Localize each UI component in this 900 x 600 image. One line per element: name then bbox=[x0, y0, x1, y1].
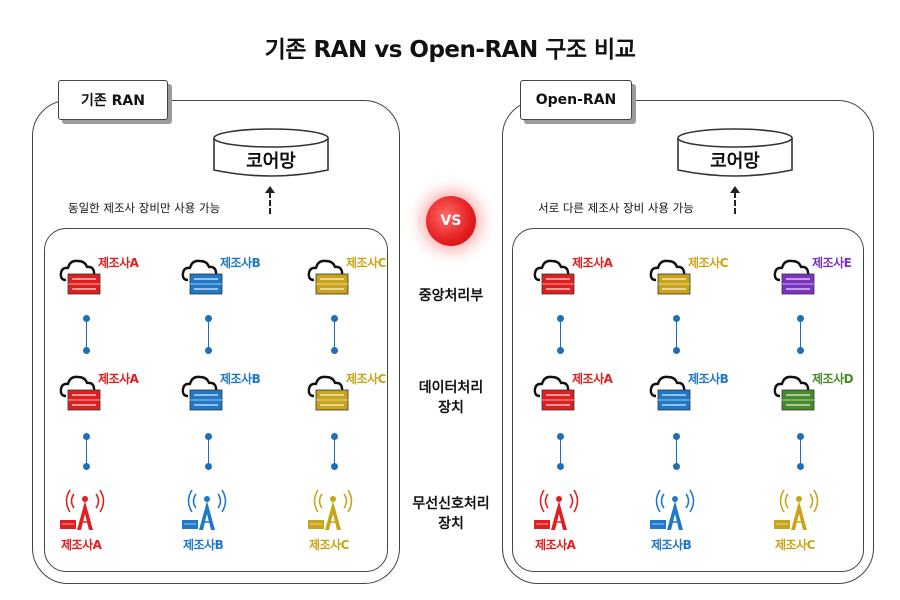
database-icon bbox=[213, 128, 329, 177]
database-icon bbox=[677, 128, 793, 177]
left-col1-central-unit bbox=[181, 259, 223, 295]
left-col0-link-lower-dot bbox=[83, 433, 90, 440]
right-col1-link-lower bbox=[676, 436, 677, 466]
right-core-network: 코어망 bbox=[676, 126, 794, 178]
left-col2-data-unit bbox=[307, 375, 349, 411]
right-col1-link-upper bbox=[676, 318, 677, 350]
right-up-arrow bbox=[734, 192, 739, 214]
left-col2-central-unit-label: 제조사C bbox=[346, 256, 386, 270]
left-col2-data-unit-label: 제조사C bbox=[346, 372, 386, 386]
right-col0-radio-unit-label: 제조사A bbox=[535, 538, 576, 552]
left-up-arrowhead bbox=[265, 186, 275, 193]
row-label-data-unit-line2: 장치 bbox=[438, 400, 464, 416]
right-col0-link-lower-dot bbox=[557, 463, 564, 470]
right-col1-link-upper-dot bbox=[673, 315, 680, 322]
left-col1-radio-unit bbox=[182, 489, 227, 530]
legacy-ran-tab: 기존 RAN bbox=[58, 80, 168, 120]
left-col1-data-unit-label: 제조사B bbox=[220, 372, 261, 386]
left-col0-link-upper-dot bbox=[83, 315, 90, 322]
left-col2-link-upper bbox=[334, 318, 335, 350]
right-col1-data-unit-label: 제조사B bbox=[688, 372, 729, 386]
right-col2-link-lower-dot bbox=[797, 433, 804, 440]
row-label-radio-unit-line1: 무선신호처리 bbox=[412, 496, 490, 512]
right-up-arrowhead bbox=[730, 186, 740, 193]
right-col0-link-lower bbox=[560, 436, 561, 466]
right-col2-radio-unit-label: 제조사C bbox=[775, 538, 815, 552]
right-core-label: 코어망 bbox=[710, 151, 760, 172]
right-col1-central-unit bbox=[649, 259, 691, 295]
right-col2-central-unit-label: 제조사E bbox=[812, 256, 852, 270]
left-col2-link-lower bbox=[334, 436, 335, 466]
right-col0-data-unit bbox=[533, 375, 575, 411]
left-col0-radio-unit-label: 제조사A bbox=[61, 538, 102, 552]
left-core-network: 코어망 bbox=[212, 126, 330, 178]
left-col2-link-lower-dot bbox=[331, 463, 338, 470]
left-col2-central-unit bbox=[307, 259, 349, 295]
row-label-data-unit-line1: 데이터처리 bbox=[418, 380, 484, 396]
right-col2-link-lower-dot bbox=[797, 463, 804, 470]
right-col2-link-upper-dot bbox=[797, 315, 804, 322]
left-core-label: 코어망 bbox=[246, 151, 296, 172]
left-col1-radio-unit-label: 제조사B bbox=[183, 538, 224, 552]
row-label-radio-unit-line2: 장치 bbox=[438, 516, 464, 532]
left-col2-link-upper-dot bbox=[331, 347, 338, 354]
right-note: 서로 다른 제조사 장비 사용 가능 bbox=[538, 201, 694, 215]
left-col0-data-unit-label: 제조사A bbox=[98, 372, 139, 386]
right-col0-central-unit-label: 제조사A bbox=[572, 256, 613, 270]
left-col1-link-upper bbox=[208, 318, 209, 350]
left-up-arrow bbox=[269, 192, 274, 214]
right-col1-link-lower-dot bbox=[673, 433, 680, 440]
left-col1-link-upper-dot bbox=[205, 315, 212, 322]
right-col2-central-unit bbox=[773, 259, 815, 295]
right-col2-radio-unit bbox=[774, 489, 819, 530]
right-col0-link-upper bbox=[560, 318, 561, 350]
left-col1-link-lower-dot bbox=[205, 463, 212, 470]
left-note: 동일한 제조사 장비만 사용 가능 bbox=[68, 201, 221, 215]
right-col1-link-lower-dot bbox=[673, 463, 680, 470]
left-col1-link-lower-dot bbox=[205, 433, 212, 440]
right-col0-link-upper-dot bbox=[557, 347, 564, 354]
left-col1-link-lower bbox=[208, 436, 209, 466]
right-col0-link-upper-dot bbox=[557, 315, 564, 322]
left-col2-link-upper-dot bbox=[331, 315, 338, 322]
left-col1-link-upper-dot bbox=[205, 347, 212, 354]
right-col2-link-upper-dot bbox=[797, 347, 804, 354]
right-col2-link-upper bbox=[800, 318, 801, 350]
right-col1-link-upper-dot bbox=[673, 347, 680, 354]
left-col2-link-lower-dot bbox=[331, 433, 338, 440]
left-col1-central-unit-label: 제조사B bbox=[220, 256, 261, 270]
right-col1-radio-unit bbox=[650, 489, 695, 530]
right-col1-data-unit bbox=[649, 375, 691, 411]
left-col0-central-unit-label: 제조사A bbox=[98, 256, 139, 270]
right-col2-data-unit bbox=[773, 375, 815, 411]
page-title: 기존 RAN vs Open-RAN 구조 비교 bbox=[264, 37, 636, 63]
left-col0-central-unit bbox=[59, 259, 101, 295]
right-col0-radio-unit bbox=[534, 489, 579, 530]
right-col2-link-lower bbox=[800, 436, 801, 466]
left-col2-radio-unit-label: 제조사C bbox=[309, 538, 349, 552]
right-col0-data-unit-label: 제조사A bbox=[572, 372, 613, 386]
row-label-central-unit: 중앙처리부 bbox=[418, 288, 484, 304]
left-col0-radio-unit bbox=[60, 489, 105, 530]
row-label-radio-unit: 무선신호처리 장치 bbox=[396, 494, 506, 534]
left-col2-radio-unit bbox=[308, 489, 353, 530]
left-col1-data-unit bbox=[181, 375, 223, 411]
left-col0-link-lower-dot bbox=[83, 463, 90, 470]
row-label-data-unit: 데이터처리 장치 bbox=[396, 378, 506, 418]
left-col0-data-unit bbox=[59, 375, 101, 411]
right-col1-radio-unit-label: 제조사B bbox=[651, 538, 692, 552]
right-col0-link-lower-dot bbox=[557, 433, 564, 440]
right-col0-central-unit bbox=[533, 259, 575, 295]
right-col1-central-unit-label: 제조사C bbox=[688, 256, 728, 270]
open-ran-tab: Open-RAN bbox=[520, 80, 632, 120]
left-col0-link-upper bbox=[86, 318, 87, 350]
vs-badge: VS bbox=[426, 196, 476, 246]
left-col0-link-lower bbox=[86, 436, 87, 466]
right-col2-data-unit-label: 제조사D bbox=[812, 372, 854, 386]
left-col0-link-upper-dot bbox=[83, 347, 90, 354]
